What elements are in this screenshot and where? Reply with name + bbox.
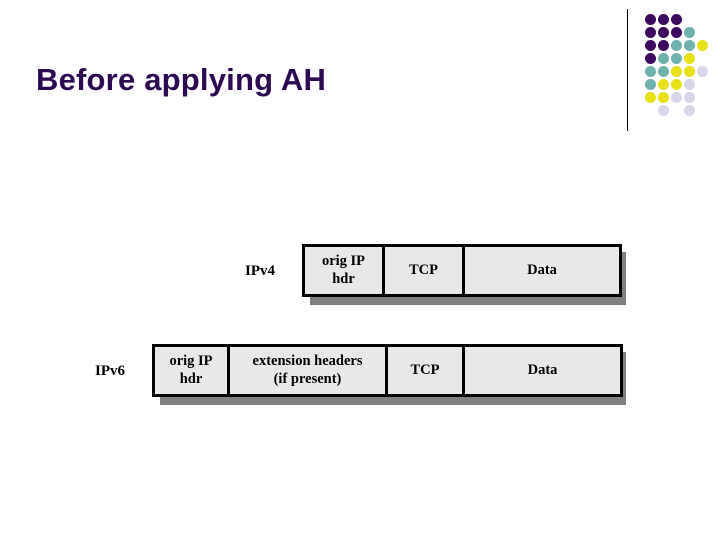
ornament-dot-lavender [697,66,708,77]
ornament-dot-teal [658,66,669,77]
header-ornament [620,0,720,140]
packet-cell-data: Data [465,347,620,394]
ornament-dot-teal [684,27,695,38]
ornament-dot-yellow [645,92,656,103]
ornament-dot-purple [658,27,669,38]
ornament-dot-purple [671,27,682,38]
ornament-dot-lavender [684,105,695,116]
ornament-dot-purple [671,14,682,25]
ornament-dot-yellow [684,53,695,64]
ornament-dot-teal [671,53,682,64]
packet-cell-tcp: TCP [388,347,465,394]
ornament-dot-purple [645,27,656,38]
ornament-dot-yellow [684,66,695,77]
ornament-dot-lavender [671,92,682,103]
ornament-dot-teal [645,79,656,90]
packet-row-label-ipv6: IPv6 [95,363,125,379]
ornament-dot-yellow [697,40,708,51]
decorative-dot-grid [645,14,715,124]
ornament-dot-teal [684,40,695,51]
ornament-dot-purple [645,14,656,25]
page-title: Before applying AH [36,62,327,97]
packet-cell-extension-headers: extension headers (if present) [230,347,388,394]
ornament-dot-teal [658,53,669,64]
packet-cell-orig-ip-hdr: orig IP hdr [305,247,385,294]
ornament-dot-yellow [658,79,669,90]
ornament-dot-yellow [671,79,682,90]
packet-strip-ipv6: orig IP hdr extension headers (if presen… [152,344,623,397]
ornament-dot-yellow [671,66,682,77]
vertical-rule-divider [627,9,628,131]
ornament-dot-purple [658,14,669,25]
ornament-dot-teal [671,40,682,51]
packet-cell-orig-ip-hdr: orig IP hdr [155,347,230,394]
packet-cell-data: Data [465,247,619,294]
packet-strip-ipv4: orig IP hdr TCP Data [302,244,622,297]
ornament-dot-yellow [658,92,669,103]
packet-row-label-ipv4: IPv4 [245,263,275,279]
ornament-dot-purple [645,53,656,64]
ornament-dot-lavender [658,105,669,116]
ornament-dot-lavender [684,79,695,90]
ornament-dot-purple [658,40,669,51]
ornament-dot-teal [645,66,656,77]
ornament-dot-lavender [684,92,695,103]
packet-cell-tcp: TCP [385,247,465,294]
ornament-dot-purple [645,40,656,51]
